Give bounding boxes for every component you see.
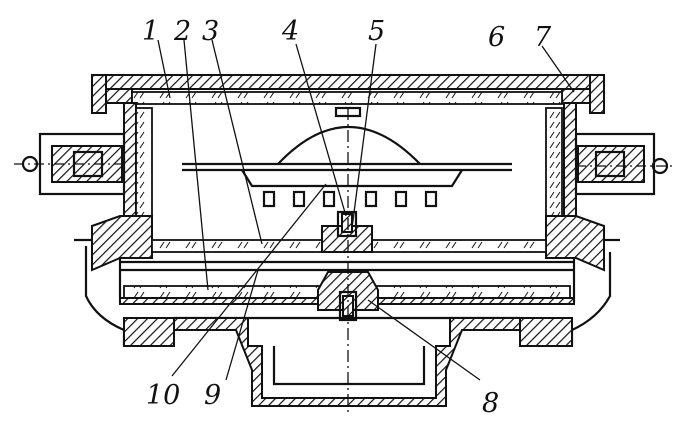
tray-pins	[262, 190, 438, 208]
central-upper-stem	[321, 210, 373, 253]
label-10: 10	[146, 380, 180, 411]
label-3: 3	[202, 16, 219, 47]
label-7: 7	[534, 22, 552, 53]
part-labels: 1 2 3 4 5 6 7 10 9 8	[142, 16, 552, 419]
lower-compartment	[118, 258, 576, 302]
left-mounting-bracket	[14, 132, 126, 196]
label-4: 4	[281, 16, 299, 47]
label-1: 1	[142, 16, 159, 47]
base-housing	[84, 246, 612, 407]
label-8: 8	[482, 388, 499, 419]
dome-and-tray	[182, 106, 512, 208]
label-2: 2	[173, 16, 191, 47]
leader-lines	[157, 39, 575, 381]
label-9: 9	[204, 380, 221, 411]
label-6: 6	[488, 22, 505, 53]
label-5: 5	[368, 16, 385, 47]
right-mounting-bracket	[574, 132, 676, 196]
top-glass-pane	[131, 91, 563, 105]
side-walls	[123, 102, 577, 229]
